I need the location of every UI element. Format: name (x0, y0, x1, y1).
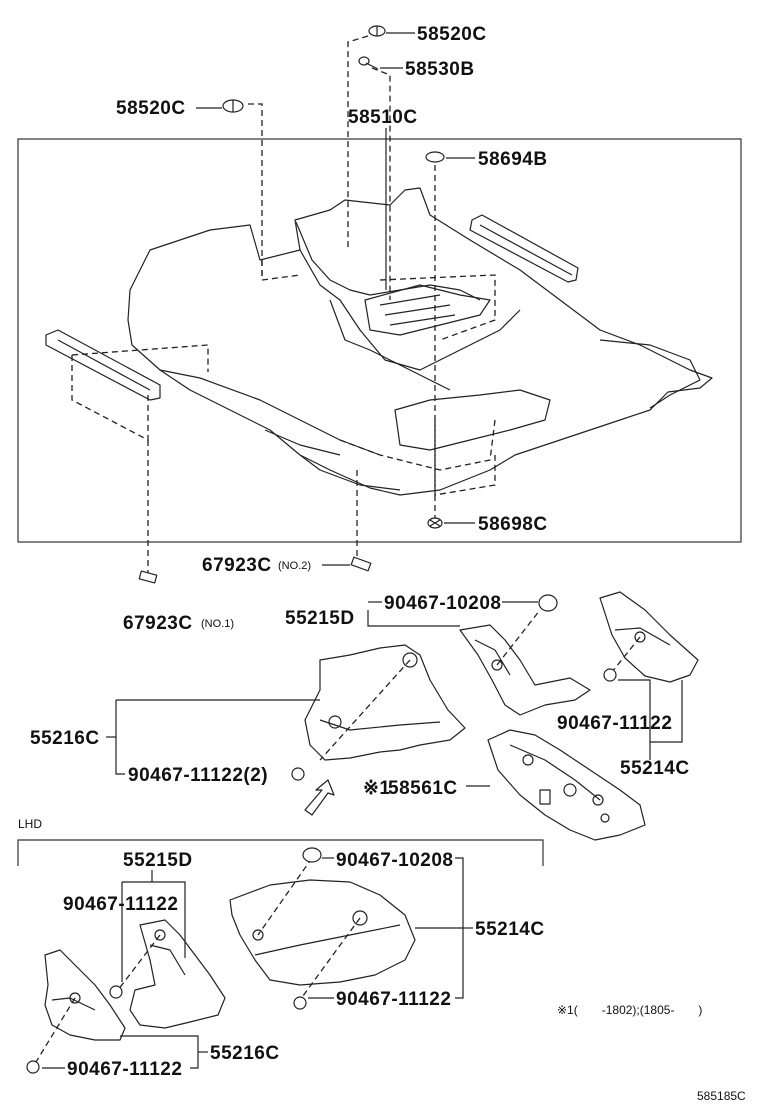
clip-90467-10208-upper-icon (538, 594, 558, 612)
label-90467-11122-lhd-b: 90467-11122 (336, 989, 451, 1010)
clip-58520c-top-icon (368, 25, 386, 37)
screw-90467-11122-lhd-a-icon (109, 985, 123, 999)
label-no1: (NO.1) (201, 618, 234, 630)
label-58694b: 58694B (478, 149, 548, 170)
silencer-55216c-upper (304, 644, 466, 761)
clip-67923c-no2-icon (350, 556, 372, 572)
screw-90467-11122-2-icon (291, 767, 305, 781)
label-90467-11122-lhd-a: 90467-11122 (63, 894, 178, 915)
label-58510c: 58510C (348, 107, 418, 128)
silencer-55216c-lhd (44, 949, 126, 1041)
clip-67923c-no1-icon (138, 570, 158, 584)
lhd-bracket (17, 839, 544, 866)
label-55215d-lhd: 55215D (123, 850, 193, 871)
silencer-55215d-lhd (129, 919, 226, 1029)
label-58698c: 58698C (478, 514, 548, 535)
label-67923c-no2: 67923C (202, 555, 272, 576)
label-90467-10208-upper: 90467-10208 (384, 593, 502, 614)
silencer-55214c-upper (599, 591, 699, 683)
front-direction-arrow (304, 779, 335, 816)
screw-90467-11122-lhd-c-icon (26, 1060, 40, 1074)
carpet-assembly-frame (17, 138, 742, 543)
label-55214c-upper: 55214C (620, 758, 690, 779)
label-58520c-top: 58520C (417, 24, 487, 45)
silencer-55214c-lhd (229, 879, 416, 986)
silencer-55215d-upper (459, 624, 591, 716)
label-58561c: 58561C (388, 778, 458, 799)
label-90467-10208-lhd: 90467-10208 (336, 850, 454, 871)
label-58561c-mark: ※1 (363, 778, 391, 799)
leader-58530b (371, 67, 391, 300)
screw-90467-11122-upper-right-icon (603, 668, 617, 682)
label-58530b: 58530B (405, 59, 475, 80)
floor-carpet-drawing (45, 187, 713, 496)
screw-58530b-icon (358, 56, 379, 70)
label-90467-11122-2: 90467-11122(2) (128, 765, 268, 786)
label-55215d-upper: 55215D (285, 608, 355, 629)
label-67923c-no1: 67923C (123, 613, 193, 634)
label-55214c-lhd: 55214C (475, 919, 545, 940)
label-55216c-lhd: 55216C (210, 1043, 280, 1064)
label-lhd: LHD (18, 817, 42, 831)
leader-58520c-left (248, 103, 263, 280)
label-no2: (NO.2) (278, 560, 311, 572)
label-90467-11122-upper-right: 90467-11122 (557, 713, 672, 734)
label-90467-11122-lhd-c: 90467-11122 (67, 1059, 182, 1080)
screw-90467-11122-lhd-b-icon (293, 996, 307, 1010)
footnote: ※1( -1802);(1805- ) (557, 1003, 702, 1017)
clip-58698c-icon (427, 517, 443, 529)
leader-58520c-top (347, 35, 369, 250)
silencer-58561c (487, 729, 646, 841)
clip-58520c-left-icon (222, 99, 244, 113)
clip-58694b-icon (425, 151, 445, 163)
clip-90467-10208-lhd-icon (302, 847, 322, 863)
label-58520c-left: 58520C (116, 98, 186, 119)
diagram-code: 585185C (697, 1089, 746, 1103)
label-55216c-upper: 55216C (30, 728, 100, 749)
